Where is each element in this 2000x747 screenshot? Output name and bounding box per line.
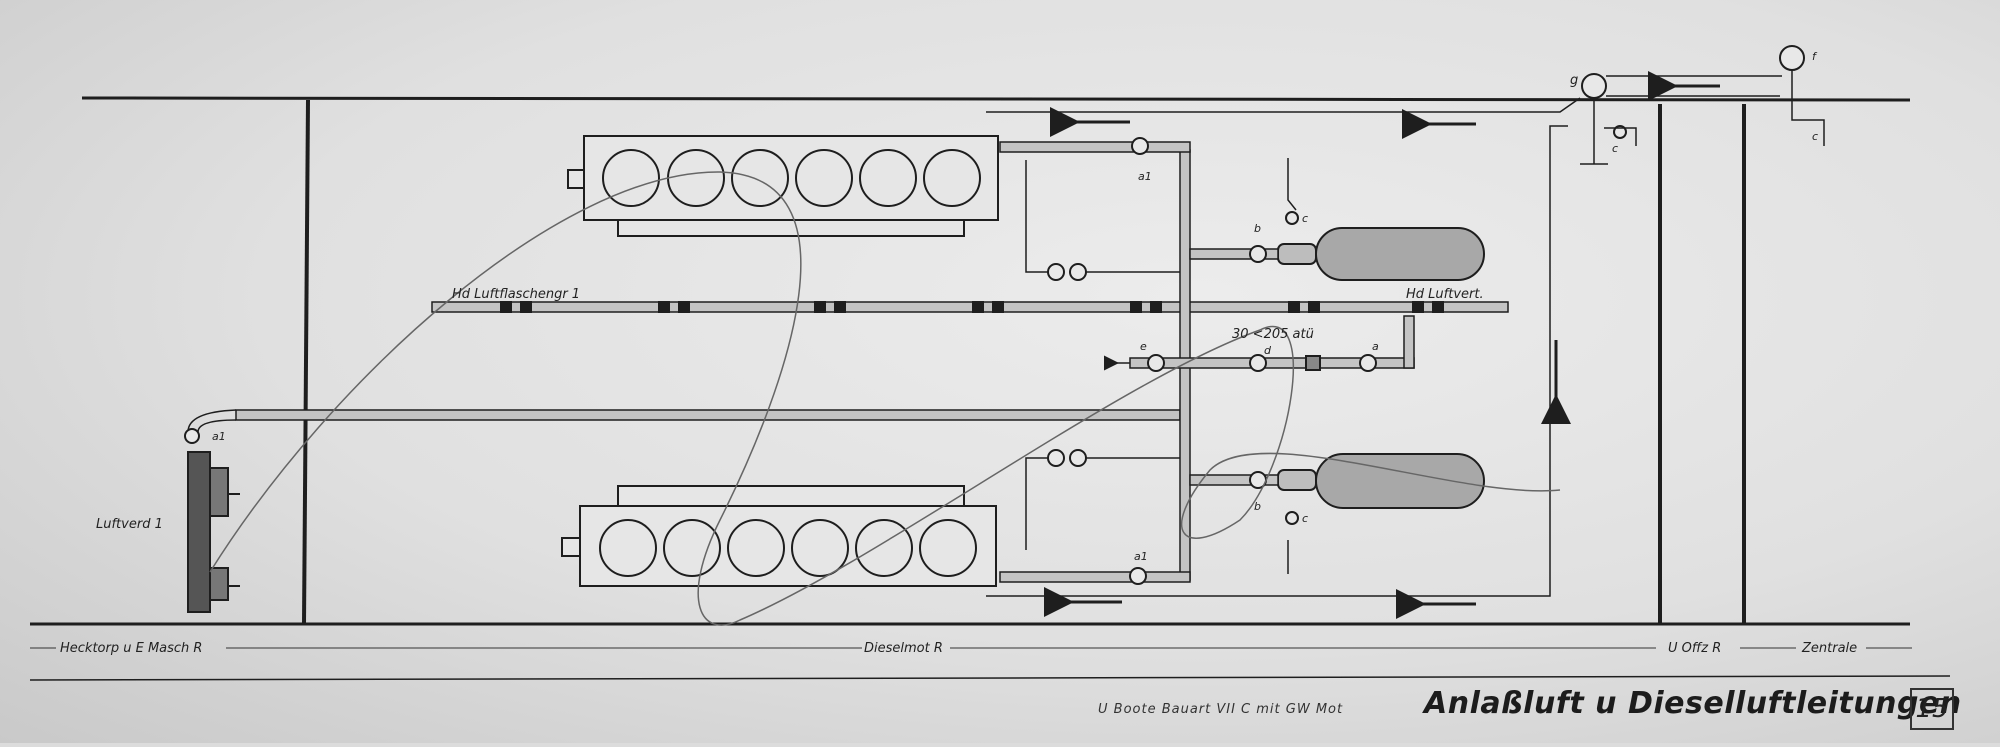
valve-d xyxy=(1249,354,1267,372)
diesel-engine-upper xyxy=(567,135,999,237)
diagram-subtitle: U Boote Bauart VII C mit GW Mot xyxy=(1098,702,1344,717)
label-c-top: c xyxy=(1302,212,1308,225)
air-tank-upper xyxy=(1189,227,1485,281)
valve-g xyxy=(1581,73,1607,99)
section-labels: Hecktorp u E Masch R Dieselmot R U Offz … xyxy=(30,641,1912,656)
label-d: d xyxy=(1264,344,1272,357)
section-dieselmot: Dieselmot R xyxy=(864,641,943,656)
diagram-title: Anlaßluft u Dieselluftleitungen xyxy=(1424,686,1962,721)
air-tank-lower xyxy=(1189,453,1485,509)
air-lines-right xyxy=(986,70,1825,597)
valves xyxy=(184,45,1805,585)
valve-b-top xyxy=(1249,245,1267,263)
valve-c-top xyxy=(1285,211,1299,225)
label-a1-bottom: a1 xyxy=(1134,550,1148,563)
label-luftvert: Hd Luftvert. xyxy=(1406,287,1484,302)
label-c-far: c xyxy=(1812,130,1818,143)
label-luftverd: Luftverd 1 xyxy=(96,517,163,532)
valve-c-right xyxy=(1613,125,1627,139)
label-b-top: b xyxy=(1254,222,1261,235)
valve-c-bottom xyxy=(1285,511,1299,525)
valve-a1-left xyxy=(184,428,200,444)
label-c-right: c xyxy=(1612,142,1618,155)
valve-e xyxy=(1147,354,1165,372)
hull-frame xyxy=(29,96,1951,681)
label-a: a xyxy=(1372,340,1379,353)
label-b-bottom: b xyxy=(1254,500,1261,513)
label-a1-left: a1 xyxy=(212,430,226,443)
valve-a xyxy=(1359,354,1377,372)
valve-f xyxy=(1779,45,1805,71)
flow-arrows xyxy=(1044,71,1720,619)
label-f: f xyxy=(1812,50,1818,63)
section-uoffz: U Offz R xyxy=(1668,641,1721,656)
section-zentrale: Zentrale xyxy=(1801,641,1857,656)
starting-air-pipe xyxy=(187,409,1181,433)
diesel-engine-lower xyxy=(561,485,997,587)
valve-a1-bottom xyxy=(1129,567,1147,585)
air-compressor xyxy=(187,451,240,613)
gauge-lines xyxy=(1025,160,1180,550)
pencil-annotations xyxy=(209,171,1561,626)
label-a1-top: a1 xyxy=(1138,170,1152,183)
label-g: g xyxy=(1570,73,1578,88)
label-pressure: 30 <205 atü xyxy=(1232,327,1314,342)
distribution-pipe xyxy=(1104,315,1415,371)
label-e: e xyxy=(1140,340,1147,353)
label-luftflaschengr: Hd Luftflaschengr 1 xyxy=(452,287,580,302)
hp-main-pipe xyxy=(431,301,1509,313)
section-hecktorp: Hecktorp u E Masch R xyxy=(60,641,202,656)
label-c-bottom: c xyxy=(1302,512,1308,525)
filter xyxy=(1305,355,1321,371)
page-number: 15 xyxy=(1910,688,1954,730)
valve-a1-top xyxy=(1131,137,1149,155)
